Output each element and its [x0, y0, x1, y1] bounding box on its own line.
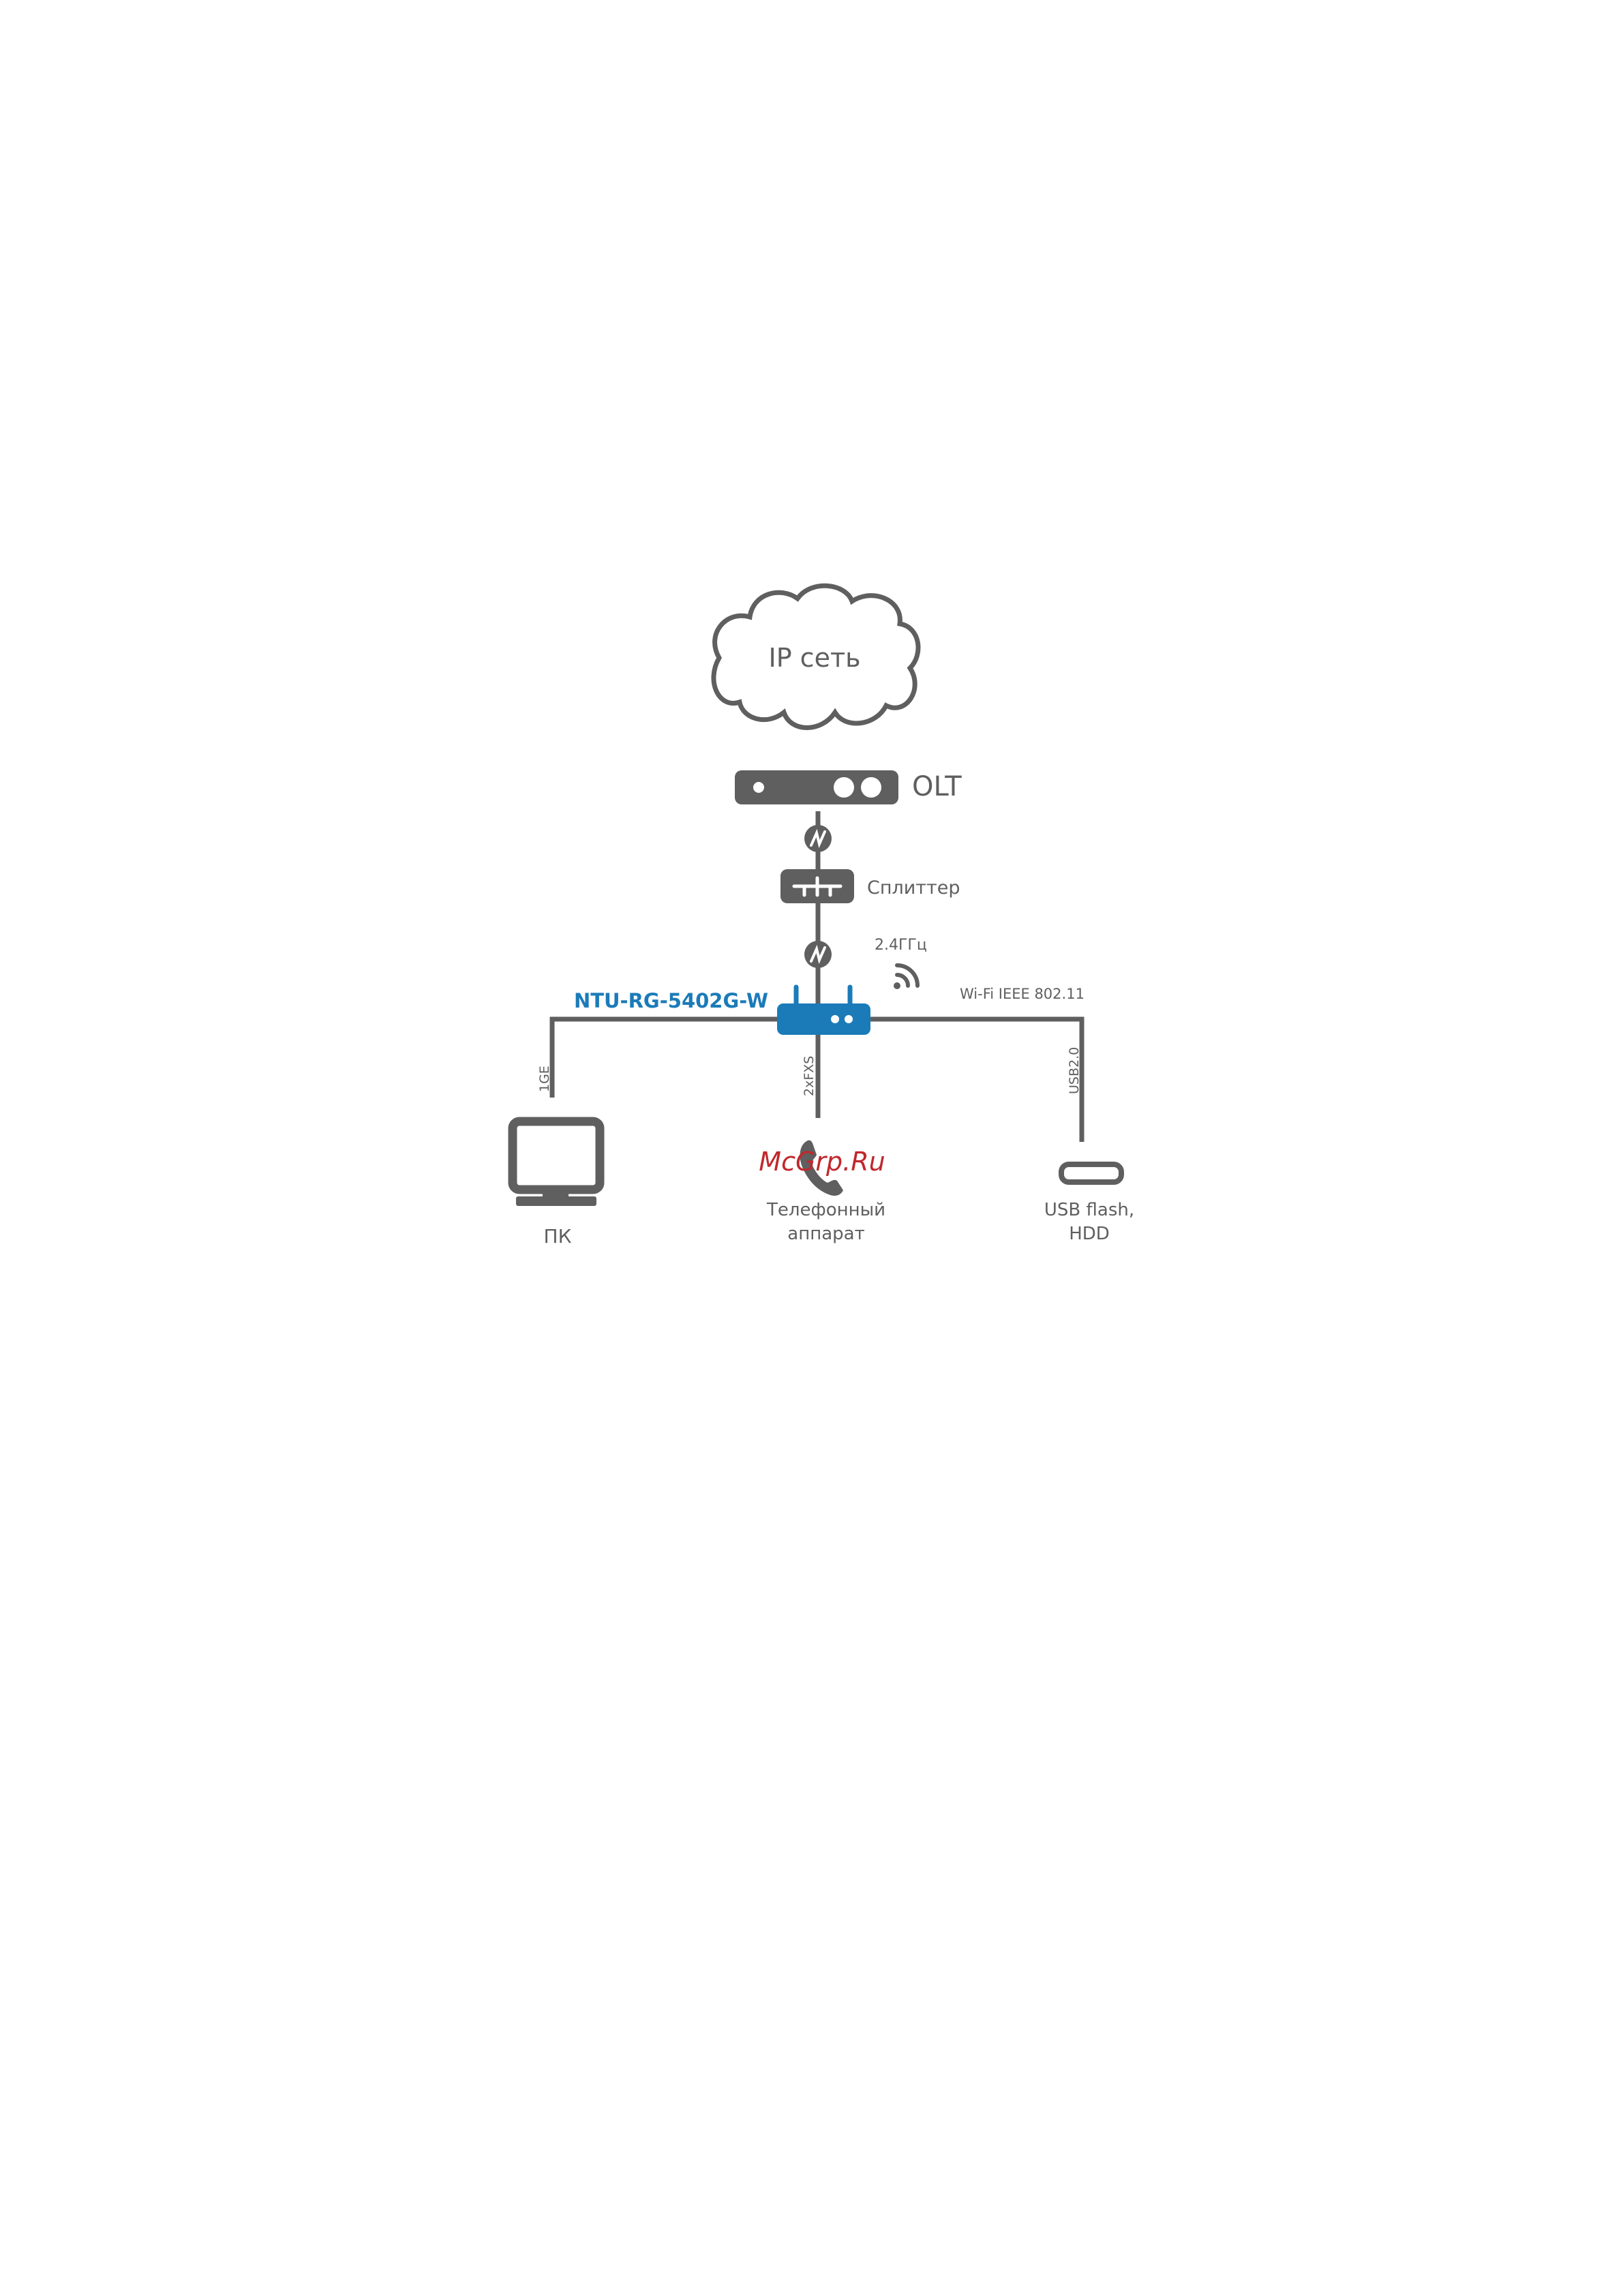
- wifi-dot-icon: [894, 982, 900, 989]
- olt-port-icon: [834, 777, 854, 798]
- olt-led-icon: [753, 782, 764, 793]
- phone-label-line1: Телефонный: [766, 1200, 885, 1220]
- wifi-signal-icon: [894, 965, 917, 989]
- usb-label-line1: USB flash,: [1044, 1200, 1134, 1220]
- ip-cloud: IP сеть: [714, 586, 918, 727]
- olt-device: OLT: [735, 770, 962, 804]
- optical-connector: [804, 825, 832, 852]
- phone-label-line2: аппарат: [787, 1224, 864, 1244]
- wifi-info: 2.4ГГц Wi-Fi IEEE 802.11: [875, 937, 1084, 1002]
- optical-connector: [804, 941, 832, 968]
- splitter-device: Сплиттер: [780, 869, 960, 903]
- wifi-standard-label: Wi-Fi IEEE 802.11: [960, 986, 1084, 1002]
- usb-device: USB flash, HDD: [1044, 1164, 1134, 1244]
- cloud-label: IP сеть: [768, 643, 860, 673]
- link-router-usb: [860, 1019, 1082, 1142]
- monitor-icon: [513, 1121, 600, 1206]
- wifi-band-label: 2.4ГГц: [875, 937, 927, 954]
- router-led-icon: [845, 1015, 853, 1023]
- pc-device: ПК: [513, 1121, 600, 1248]
- olt-port-icon: [861, 777, 881, 798]
- monitor-base-icon: [516, 1196, 596, 1206]
- router-label: NTU-RG-5402G-W: [574, 989, 768, 1012]
- link-phone-label: 2xFXS: [802, 1056, 817, 1096]
- connection-lines: [552, 811, 1082, 1142]
- link-router-pc: [552, 1019, 777, 1098]
- router-led-icon: [831, 1015, 839, 1023]
- link-usb-label: USB2.0: [1067, 1047, 1082, 1094]
- monitor-screen-icon: [513, 1121, 600, 1190]
- router-device: NTU-RG-5402G-W: [574, 987, 870, 1035]
- usb-drive-icon: [1061, 1164, 1121, 1182]
- olt-label: OLT: [912, 771, 962, 802]
- pc-label: ПК: [544, 1225, 572, 1248]
- link-pc-label: 1GE: [537, 1066, 552, 1092]
- splitter-label: Сплиттер: [867, 877, 960, 898]
- usb-label-line2: HDD: [1069, 1224, 1110, 1244]
- watermark-text: McGrp.Ru: [759, 1147, 885, 1177]
- router-icon: [777, 1003, 870, 1035]
